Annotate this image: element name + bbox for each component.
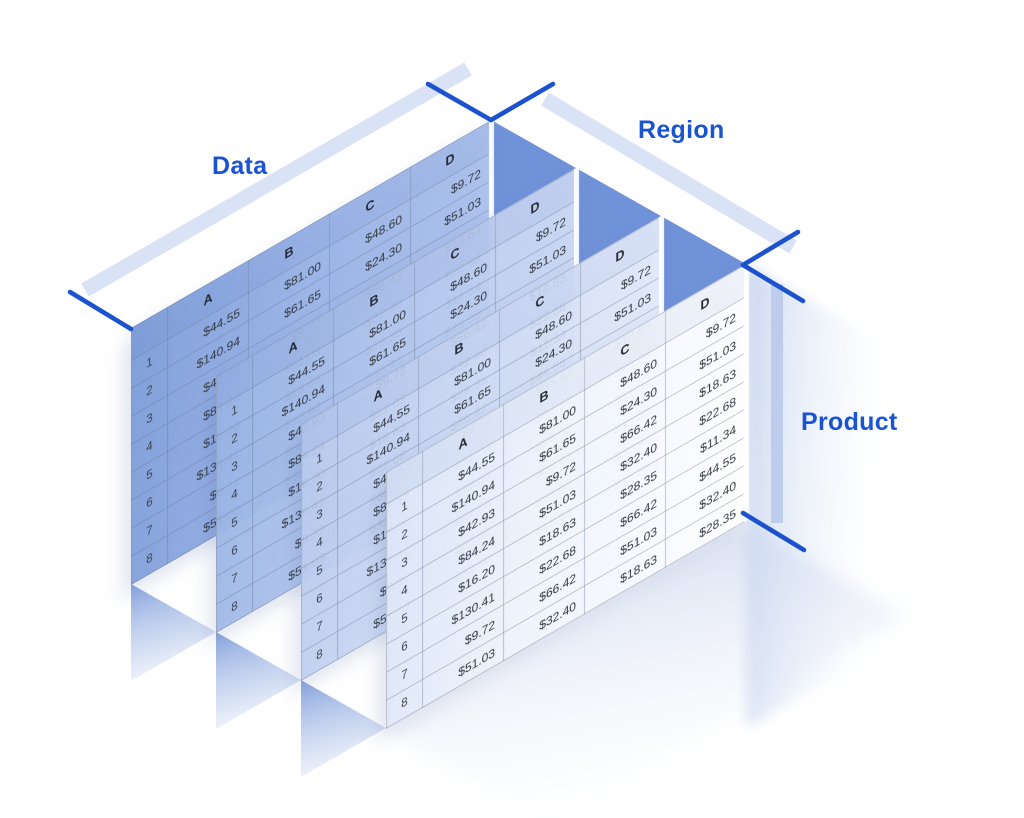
floor-strip bbox=[216, 632, 301, 729]
top-face-strip bbox=[491, 120, 576, 217]
top-face-strip bbox=[576, 168, 661, 265]
product-axis-label: Product bbox=[801, 408, 898, 436]
right-face-glow bbox=[746, 264, 884, 728]
top-face-strip bbox=[661, 216, 746, 313]
data-axis-label: Data bbox=[212, 152, 268, 180]
region-axis-label: Region bbox=[638, 116, 725, 144]
floor-strip bbox=[301, 680, 386, 777]
floor-strip bbox=[131, 584, 216, 681]
region-axis-band bbox=[541, 92, 797, 254]
data-axis-band bbox=[81, 62, 472, 297]
